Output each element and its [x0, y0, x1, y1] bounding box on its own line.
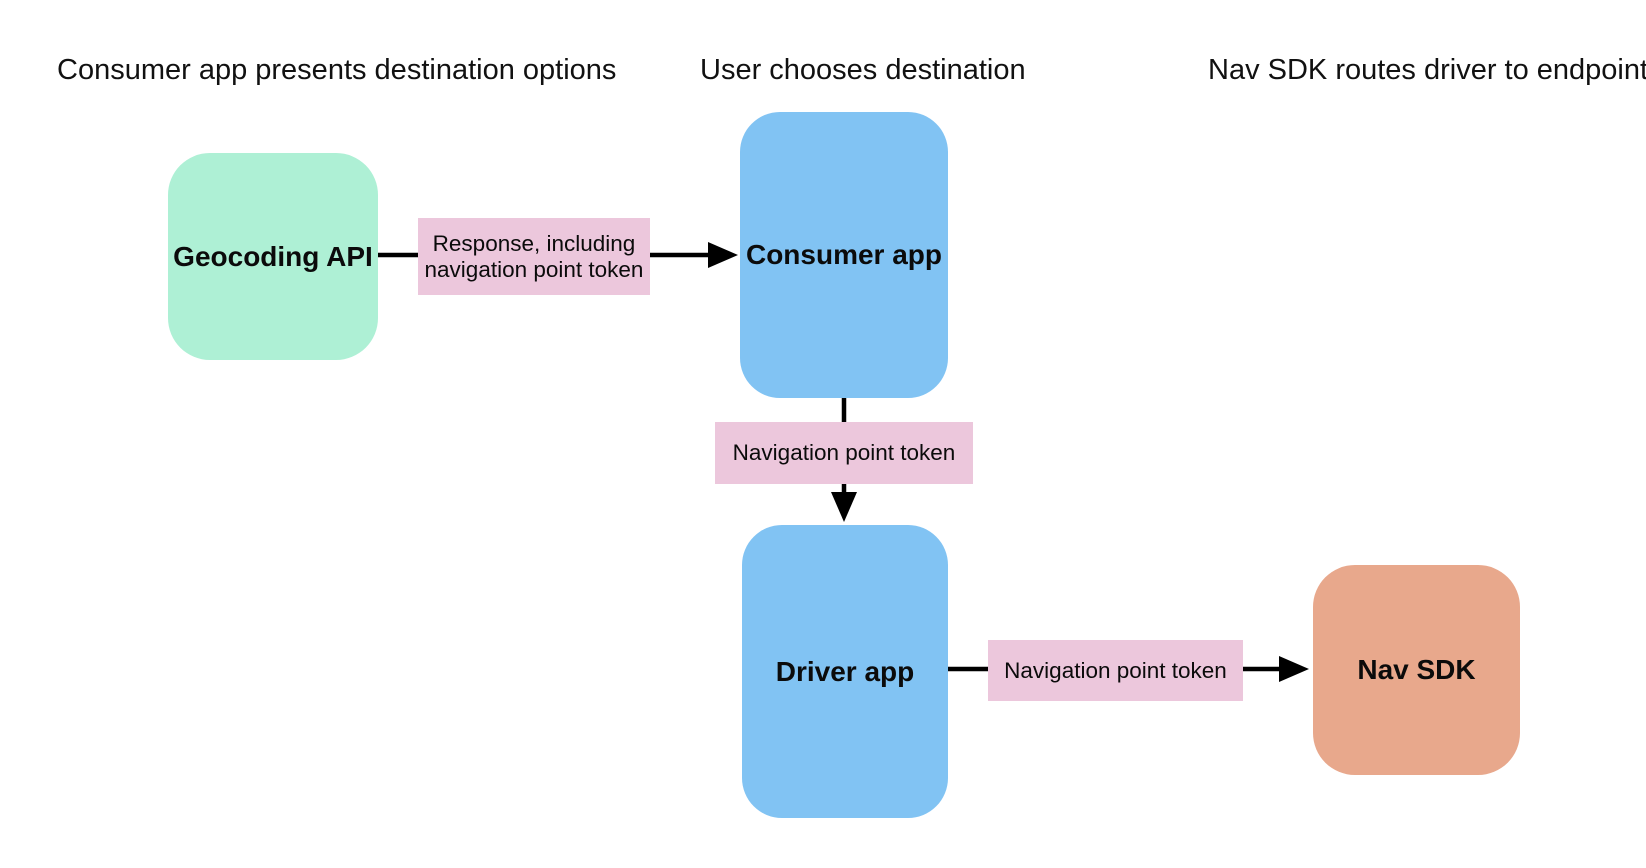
edge-label-navigation-point-token-2: Navigation point token [988, 640, 1243, 701]
node-consumer-app-label: Consumer app [745, 239, 943, 270]
node-nav-sdk-label: Nav SDK [1357, 654, 1476, 685]
edge-label-response-including-token: Response, including navigation point tok… [418, 218, 650, 295]
arrowhead-down-icon [831, 492, 857, 522]
node-nav-sdk: Nav SDK [1313, 565, 1520, 775]
node-geocoding-api-label: Geocoding API [173, 240, 373, 272]
node-driver-app-label: Driver app [775, 655, 915, 687]
edge-label-navigation-point-token-1: Navigation point token [715, 422, 973, 484]
arrowhead-right-icon [708, 242, 738, 268]
node-geocoding-api: Geocoding API [168, 153, 378, 360]
stage-label-user-chooses: User chooses destination [700, 54, 1026, 86]
stage-label-consumer-presents: Consumer app presents destination option… [57, 54, 617, 86]
stage-label-navsdk-routes: Nav SDK routes driver to endpoint [1208, 54, 1646, 86]
node-driver-app: Driver app [742, 525, 948, 818]
arrowhead-right-icon [1279, 656, 1309, 682]
node-consumer-app: Consumer app [740, 112, 948, 398]
